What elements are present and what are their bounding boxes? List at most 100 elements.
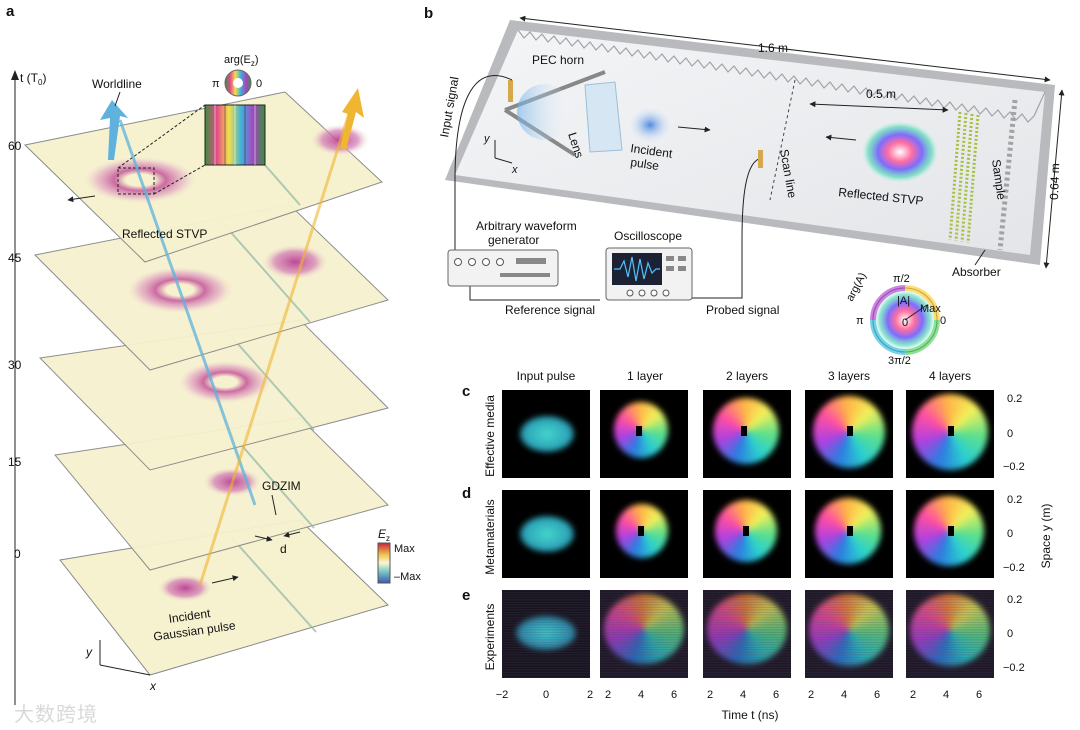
x-axis-label: Time t (ns)	[722, 708, 779, 722]
panel-a: a t (T0) 60 45 30 15 0	[6, 3, 421, 705]
wheel-zero-inner: 0	[902, 317, 908, 329]
y-tick: 0	[1007, 428, 1013, 440]
x-tick: 6	[874, 689, 880, 701]
y-axis-label: Space y (m)	[1039, 504, 1053, 569]
time-tick: 15	[8, 455, 22, 469]
colorbar-title: Ez	[378, 527, 390, 543]
axis-y-label: y	[85, 645, 93, 659]
reference-cable	[469, 280, 600, 301]
x-tick: 4	[841, 689, 847, 701]
x-tick: 4	[943, 689, 949, 701]
map-d-3layers	[805, 490, 893, 578]
b-axis-x: x	[511, 164, 518, 176]
x-ticks-layer3: 2 4 6	[808, 689, 880, 701]
colorbar-min: –Max	[394, 571, 421, 583]
width-arrow	[1043, 89, 1065, 269]
x-ticks-layer2: 2 4 6	[707, 689, 779, 701]
panel-b: b PEC horn Lens Incident pulse Scan line…	[424, 5, 1065, 367]
map-e-2layers	[703, 590, 791, 678]
col-title: Input pulse	[517, 369, 576, 383]
col-title: 2 layers	[726, 369, 768, 383]
distance-label: 0.5 m	[866, 87, 896, 101]
x-ticks-layer1: 2 4 6	[605, 689, 677, 701]
map-d-input	[502, 490, 590, 578]
y-tick: 0	[1007, 528, 1013, 540]
y-ticks-row-e: 0.2 0 −0.2	[1003, 594, 1025, 674]
oscilloscope-label: Oscilloscope	[614, 229, 682, 243]
x-ticks-layer4: 2 4 6	[910, 689, 982, 701]
x-tick: −2	[496, 689, 509, 701]
map-e-4layers	[906, 590, 994, 678]
row-label-experiments: Experiments	[483, 604, 497, 671]
map-e-3layers	[805, 590, 893, 678]
map-d-1layer	[600, 490, 688, 578]
time-tick: 0	[14, 547, 21, 561]
time-tick: 45	[8, 251, 22, 265]
map-e-1layer	[600, 590, 688, 678]
x-tick: 0	[543, 689, 549, 701]
map-c-4layers	[906, 390, 994, 478]
lens	[584, 81, 623, 153]
incident-pulse-label-2: pulse	[630, 155, 661, 173]
incident-pulse-blob	[626, 105, 674, 145]
width-label: 0.64 m	[1047, 163, 1062, 200]
y-tick: −0.2	[1003, 461, 1025, 473]
worldline-yellow-arrowhead	[340, 88, 364, 150]
x-tick: 2	[587, 689, 593, 701]
input-cable	[454, 75, 513, 260]
awg-device	[447, 249, 559, 287]
worldline-yellow	[198, 109, 352, 586]
watermark: 大数跨境	[14, 702, 98, 726]
x-tick: 6	[671, 689, 677, 701]
map-c-2layers	[703, 390, 791, 478]
row-label-effective-media: Effective media	[483, 395, 497, 477]
d-label: d	[280, 542, 287, 556]
row-label-metamaterials: Metamaterials	[483, 499, 497, 574]
phase-wheel-label: arg(Ez)	[224, 54, 259, 68]
panel-letter-e: e	[462, 587, 470, 604]
reference-signal-label: Reference signal	[505, 303, 595, 317]
map-c-input	[502, 390, 590, 478]
wheel-arg-label: arg(A)	[844, 271, 869, 304]
length-label: 1.6 m	[758, 41, 788, 55]
time-axis-label: t (T0)	[20, 71, 46, 87]
y-tick: −0.2	[1003, 562, 1025, 574]
absorber-teeth-right	[997, 99, 1018, 251]
time-ticks: 60 45 30 15 0	[8, 139, 22, 561]
sample-label: Sample	[989, 158, 1009, 201]
phase-pi: π	[212, 78, 220, 90]
y-tick: 0	[1007, 628, 1013, 640]
map-d-4layers	[906, 490, 994, 578]
worldline-label: Worldline	[92, 77, 142, 91]
wheel-pi-half: π/2	[893, 273, 910, 285]
probed-signal-label: Probed signal	[706, 303, 779, 317]
y-tick: 0.2	[1007, 494, 1022, 506]
colorbar	[377, 542, 391, 584]
x-tick: 2	[808, 689, 814, 701]
sample-layers	[948, 111, 980, 244]
panel-letter-d: d	[462, 485, 471, 502]
axis-x-label: x	[149, 679, 157, 693]
map-c-3layers	[805, 390, 893, 478]
awg-label-2: generator	[488, 233, 539, 247]
plane-t30	[38, 319, 389, 471]
y-ticks-row-c: 0.2 0 −0.2	[1003, 393, 1025, 473]
col-title: 1 layer	[627, 369, 663, 383]
panel-letter-b: b	[424, 5, 433, 22]
x-tick: 4	[638, 689, 644, 701]
incident-label-1: Incident	[168, 606, 212, 626]
x-tick: 4	[740, 689, 746, 701]
y-tick: 0.2	[1007, 594, 1022, 606]
length-arrow	[519, 15, 1051, 83]
worldline-blue-arrowhead	[100, 100, 128, 160]
distance-arrow	[809, 101, 949, 113]
awg-label-1: Arbitrary waveform	[476, 219, 577, 233]
horn-feed	[508, 80, 513, 102]
x-tick: 6	[976, 689, 982, 701]
x-tick: 2	[910, 689, 916, 701]
wheel-3pi-half: 3π/2	[888, 355, 911, 367]
worldline-blue	[118, 119, 257, 506]
absorber-label: Absorber	[952, 265, 1001, 279]
y-tick: 0.2	[1007, 393, 1022, 405]
